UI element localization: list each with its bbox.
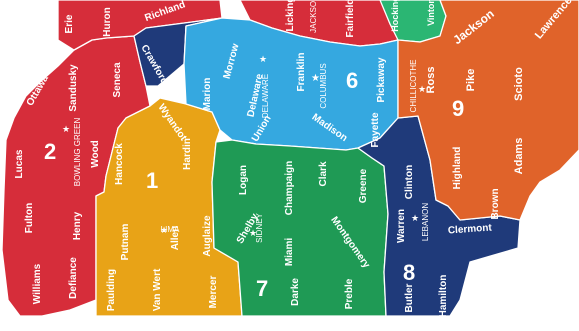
county-label: Marion [202, 78, 213, 111]
region-6-number: 6 [346, 68, 358, 93]
county-label: Defiance [68, 257, 79, 299]
region-8-number: 8 [403, 260, 415, 285]
region-9-number: 9 [452, 96, 464, 121]
region-9-area[interactable] [397, 0, 579, 221]
county-label: Pike [465, 69, 477, 92]
star-icon: ★ [249, 228, 257, 238]
county-label: Hocking [390, 0, 400, 32]
star-icon: ★ [311, 73, 320, 84]
county-label: Hamilton [438, 275, 449, 318]
county-label: Champaign [284, 161, 295, 215]
county-label: Pickaway [376, 57, 387, 102]
city-label: LEBANON [421, 203, 430, 241]
county-label: Greene [358, 168, 369, 203]
city-label: SIDNEY [255, 212, 264, 242]
county-label: Lucas [14, 149, 25, 178]
county-label: Clark [318, 161, 329, 186]
county-label: Williams [32, 263, 43, 304]
county-label: Clinton [404, 165, 415, 199]
star-icon: ★ [62, 124, 70, 134]
county-label: Hardin [182, 138, 193, 170]
city-markers: ★ ★ ★ ★ ★ ★ ★ [62, 54, 426, 238]
city-label: BOWLING GREEN [73, 118, 82, 187]
county-label: Auglaize [202, 215, 213, 257]
city-label: LIMA [161, 225, 180, 234]
county-label: Ross [425, 67, 437, 94]
region-2-number: 2 [44, 139, 56, 164]
county-label: Putnam [120, 224, 131, 261]
county-label: Adams [513, 138, 525, 175]
county-label: Huron [102, 7, 113, 36]
county-label: Seneca [112, 62, 123, 97]
city-label: JACKSON [309, 0, 318, 33]
region-7-number: 7 [256, 276, 268, 301]
county-label: Vinton [426, 0, 436, 26]
county-label: Darke [290, 278, 301, 306]
region-1-number: 1 [146, 168, 158, 193]
county-label: Henry [72, 211, 83, 240]
city-labels: BOWLING GREEN LIMA DELAWARE COLUMBUS CHILLIC… [73, 0, 430, 243]
county-label: Clermont [448, 222, 493, 236]
county-label: Highland [452, 147, 463, 190]
county-label: Logan [238, 165, 249, 195]
county-label: Allen [170, 226, 181, 250]
county-label: Van Wert [152, 268, 163, 311]
county-label: Preble [344, 278, 355, 309]
city-label: COLUMBUS [319, 63, 328, 108]
star-icon: ★ [259, 54, 267, 64]
county-label: Paulding [106, 269, 117, 311]
county-label: Hancock [114, 143, 125, 185]
county-label: Butler [404, 283, 415, 312]
county-label: Mercer [208, 276, 219, 309]
county-label: Fairfield [345, 0, 356, 37]
county-label: Sandusky [68, 64, 79, 112]
county-label: Licking [285, 0, 296, 32]
star-icon: ★ [418, 84, 426, 94]
county-label: Fayette [370, 112, 381, 147]
county-label: Franklin [296, 53, 307, 92]
county-label: Warren [396, 209, 407, 243]
star-icon: ★ [160, 225, 168, 235]
county-label: Fulton [24, 203, 35, 234]
city-label: DELAWARE [261, 74, 270, 118]
county-label: Brown [490, 188, 501, 219]
city-label: CHILLICOTHE [409, 60, 418, 113]
county-label: Miami [284, 238, 295, 267]
county-label: Wood [90, 140, 101, 168]
county-label: Erie [64, 14, 75, 33]
star-icon: ★ [411, 213, 419, 223]
county-label: Scioto [513, 67, 525, 101]
